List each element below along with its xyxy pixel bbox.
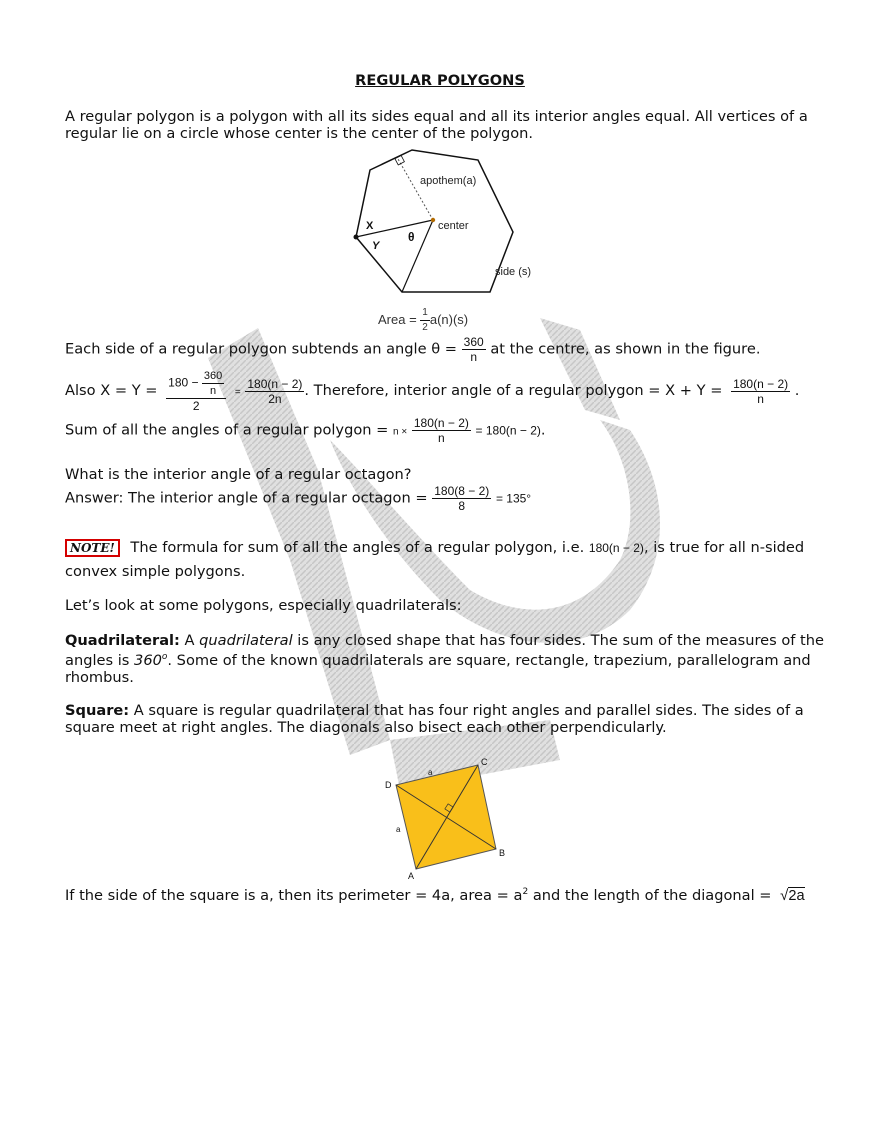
- interior-angle-fraction: 180(n − 2)n: [731, 376, 791, 406]
- sum-lead: Sum of all the angles of a regular polyg…: [65, 421, 389, 439]
- x-label: X: [366, 220, 374, 232]
- note-text-1: The formula for sum of all the angles of…: [130, 539, 585, 556]
- perp-mark: [444, 803, 454, 813]
- perimeter-text-1: If the side of the square is a, then its…: [65, 887, 523, 904]
- perimeter-text-2: and the length of the diagonal =: [532, 887, 772, 904]
- center-label: center: [438, 220, 469, 232]
- page-title: REGULAR POLYGONS: [355, 72, 525, 89]
- intro-paragraph: A regular polygon is a polygon with all …: [65, 108, 808, 142]
- quadrilateral-term: Quadrilateral:: [65, 632, 180, 649]
- also-mid: . Therefore, interior angle of a regular…: [304, 382, 723, 399]
- subtend-den: n: [470, 350, 478, 364]
- sum-end: .: [540, 421, 546, 439]
- deg-value: 360: [134, 651, 162, 669]
- square-text: A square is regular quadrilateral that h…: [65, 702, 804, 736]
- diagonal-db: [395, 784, 497, 850]
- regular-polygon-figure: apothem(a) center side (s) X Y θ: [353, 149, 531, 293]
- note-text-2: , is true for all n-sided: [643, 539, 805, 556]
- xy-inner-den: n: [209, 385, 217, 397]
- sum-den: n: [438, 431, 445, 445]
- quadrilateral-paragraph: Quadrilateral: A quadrilateral is any cl…: [65, 632, 825, 686]
- subtend-before: Each side of a regular polygon subtends …: [65, 340, 458, 358]
- quadrilateral-text-c: . Some of the known quadrilaterals are s…: [65, 651, 811, 686]
- sum-line: Sum of all the angles of a regular polyg…: [65, 416, 546, 445]
- xy-fraction-2: 180(n − 2)2n: [245, 376, 305, 406]
- sum-pre: n ×: [393, 426, 408, 438]
- xy-f2-num: 180(n − 2): [245, 376, 305, 392]
- also-lead: Also X = Y =: [65, 382, 158, 399]
- also-end: .: [794, 382, 800, 399]
- subtend-num: 360: [461, 335, 486, 350]
- area-prefix: Area =: [378, 311, 417, 327]
- answer-post: = 135°: [495, 491, 532, 506]
- vertex-c-label: C: [481, 757, 488, 767]
- xy-f3-den: n: [757, 391, 764, 406]
- vertex-b-label: B: [499, 848, 505, 858]
- square-term: Square:: [65, 702, 130, 719]
- subtend-line: Each side of a regular polygon subtends …: [65, 335, 760, 364]
- xy-inner-num: 360: [201, 370, 225, 384]
- square-paragraph: Square: A square is regular quadrilatera…: [65, 702, 825, 736]
- answer-den: 8: [458, 499, 466, 513]
- note-text-3: convex simple polygons.: [65, 563, 246, 580]
- perimeter-sup: 2: [522, 887, 529, 898]
- theta-label: θ: [408, 230, 415, 244]
- area-den: 2: [422, 322, 428, 333]
- center-dot: [430, 217, 436, 223]
- xy-outer-den: 2: [192, 399, 200, 413]
- y-label: Y: [372, 240, 381, 252]
- radius-line-a: [355, 219, 434, 238]
- radius-line-b: [401, 219, 434, 293]
- note-formula: 180(n − 2): [588, 541, 644, 555]
- answer-num: 180(8 − 2): [432, 484, 492, 499]
- quadrilateral-text-b: is any closed shape that has four sides.…: [65, 632, 825, 669]
- vertex-d-label: D: [385, 780, 392, 790]
- right-angle-mark: [394, 154, 405, 166]
- apothem-label: apothem(a): [420, 175, 476, 187]
- side-a-left-label: a: [396, 825, 401, 834]
- diagonal-ca: [415, 764, 479, 870]
- subtend-after: at the centre, as shown in the figure.: [490, 340, 761, 358]
- quadrilateral-degrees: 360o: [134, 652, 167, 669]
- answer-lead: Answer: The interior angle of a regular …: [65, 489, 428, 507]
- square-figure: D C B A a a: [385, 757, 505, 880]
- side-a-top-label: a: [428, 768, 433, 777]
- xy-eq: =: [234, 387, 241, 398]
- perimeter-line: If the side of the square is a, then its…: [65, 887, 805, 904]
- answer-line: Answer: The interior angle of a regular …: [65, 484, 531, 513]
- sum-num: 180(n − 2): [411, 416, 471, 431]
- lets-look-text: Let’s look at some polygons, especially …: [65, 597, 462, 614]
- note-badge: NOTE!: [65, 539, 120, 557]
- area-suffix: a(n)(s): [429, 311, 469, 327]
- vertex-dot: [353, 234, 359, 240]
- vertex-a-label: A: [408, 871, 414, 880]
- quadrilateral-text-a: A: [184, 632, 195, 649]
- deg-sup: o: [161, 652, 168, 662]
- sqrt-expression: √2a: [780, 887, 805, 904]
- side-label: side (s): [495, 266, 531, 278]
- sum-post: = 180(n − 2): [475, 423, 541, 438]
- quadrilateral-italic: quadrilateral: [199, 632, 293, 649]
- note-line: NOTE! The formula for sum of all the ang…: [65, 539, 804, 557]
- xy-f3-num: 180(n − 2): [731, 376, 791, 392]
- question-text: What is the interior angle of a regular …: [65, 466, 412, 483]
- answer-fraction: 180(8 − 2)8: [432, 484, 492, 513]
- sqrt-text: 2a: [788, 887, 805, 904]
- area-num: 1: [420, 306, 430, 321]
- sum-fraction: 180(n − 2)n: [411, 416, 471, 445]
- xy-f2-den: 2n: [268, 391, 282, 406]
- xy-inner-a: 180 −: [168, 375, 199, 390]
